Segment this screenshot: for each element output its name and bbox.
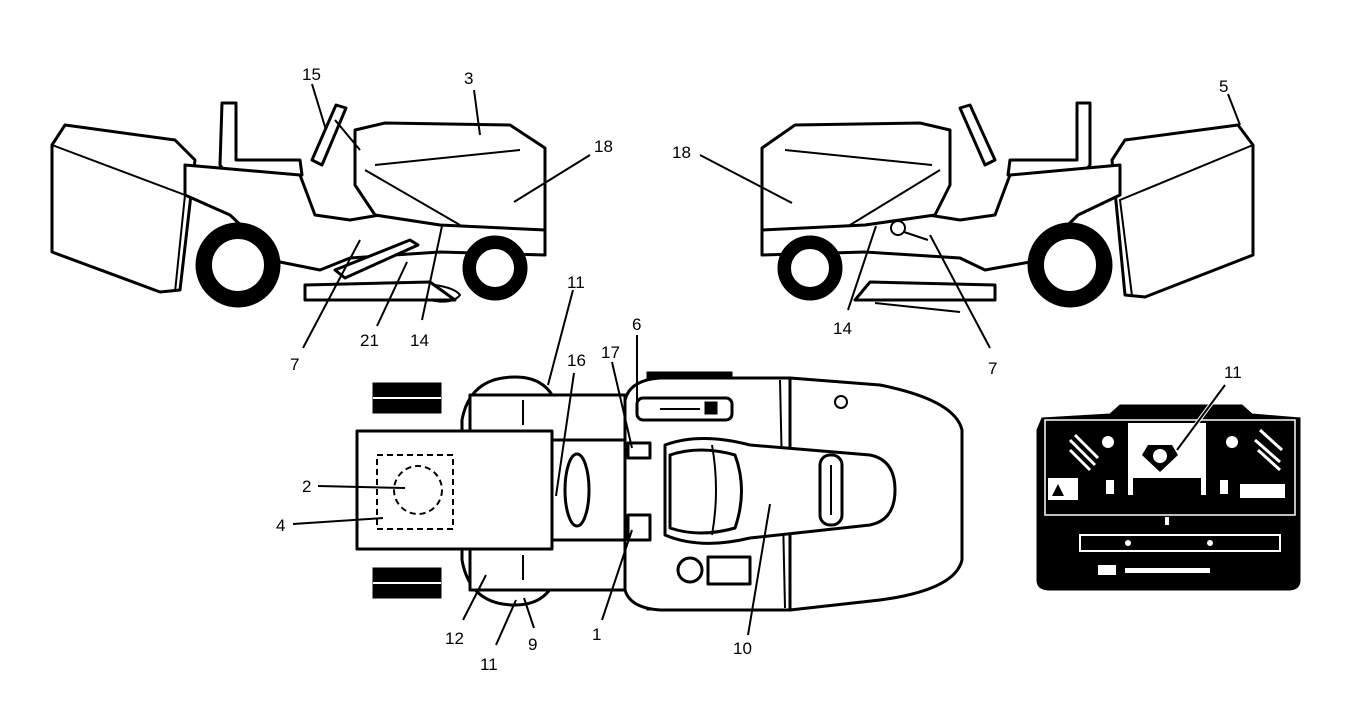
- callout-16: 16: [567, 351, 586, 370]
- top-view: [355, 371, 964, 612]
- callout-15-left: 15: [302, 65, 321, 84]
- callout-14-right: 14: [833, 319, 852, 338]
- callout-11-top: 11: [567, 273, 585, 292]
- callout-18-right: 18: [672, 143, 691, 162]
- callout-2: 2: [302, 477, 311, 496]
- dash-panel-view: [1036, 404, 1301, 591]
- callout-10: 10: [733, 639, 752, 658]
- callout-9: 9: [528, 635, 537, 654]
- callout-6: 6: [632, 315, 641, 334]
- right-side-view: [760, 101, 1255, 313]
- callout-21: 21: [360, 331, 379, 350]
- callout-11-bottom: 11: [480, 655, 498, 674]
- callout-4: 4: [276, 516, 285, 535]
- callout-7-left: 7: [290, 355, 299, 374]
- top-view-callouts: 11 6 17 16 2 4 12 11 9 1 10: [276, 273, 771, 674]
- callout-12: 12: [445, 629, 464, 648]
- callout-1: 1: [592, 625, 601, 644]
- callout-18-left: 18: [594, 137, 613, 156]
- panel-callouts: 11: [1175, 363, 1242, 452]
- callout-11-panel: 11: [1224, 363, 1242, 382]
- callout-3: 3: [464, 69, 473, 88]
- right-view-callouts: 5 18 14 7: [672, 77, 1241, 378]
- callout-7-right: 7: [988, 359, 997, 378]
- left-view-callouts: 15 3 18 7 21 14: [290, 65, 613, 374]
- callout-5: 5: [1219, 77, 1228, 96]
- left-side-view: [50, 101, 547, 308]
- callout-14-left: 14: [410, 331, 429, 350]
- callout-17: 17: [601, 343, 620, 362]
